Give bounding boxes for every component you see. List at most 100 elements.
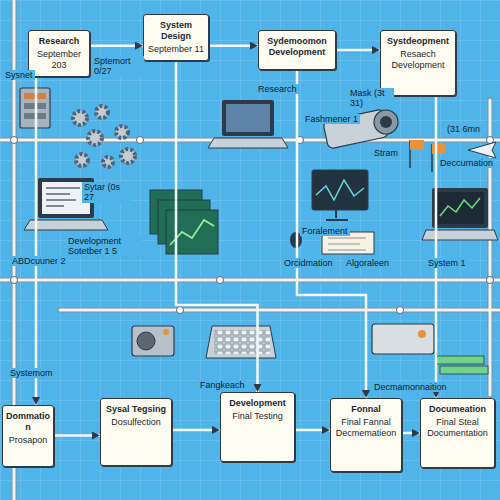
laptop-icon (208, 100, 288, 148)
flag-icons (410, 140, 424, 150)
flow-connector (176, 61, 258, 392)
camera-lens-icon (374, 110, 398, 134)
box-text: Prosapon (6, 435, 50, 446)
note-label: Foralement (300, 226, 350, 236)
pipe-joint (487, 277, 494, 284)
note-label: Fashmener 1 (303, 114, 360, 124)
gear-cluster (96, 106, 108, 118)
process-box: DommationProsapon (2, 405, 54, 467)
camera-icon (137, 332, 155, 350)
flow-connector (172, 429, 220, 432)
flow-connector (35, 77, 38, 405)
note-label: Mask (3t 31) (348, 88, 394, 109)
process-box: System DesignSeptember 11 (143, 14, 209, 61)
flag-icons (432, 144, 446, 154)
note-label: Algoraleen (344, 258, 391, 268)
box-heading: Sydemoomon Development (262, 36, 332, 58)
pipe-joint (11, 277, 18, 284)
pipe-joint (137, 137, 144, 144)
box-text: Final Steal Documentation (424, 417, 491, 439)
gear-cluster (76, 154, 88, 166)
pipe-joint (487, 137, 494, 144)
box-heading: Research (32, 36, 86, 47)
plane-icon (468, 142, 496, 158)
pipe-joint (11, 137, 494, 314)
chart-cards (166, 210, 218, 254)
gear-cluster (73, 111, 87, 125)
box-text: Resaech Development (384, 49, 452, 71)
gear-cluster (121, 149, 135, 163)
monitor-icon (312, 170, 368, 220)
note-label: Sytar (0s 27 (82, 182, 130, 203)
camera-icon (163, 329, 169, 335)
gear-cluster (116, 126, 128, 138)
laptop-icon (226, 104, 270, 132)
box-heading: Dommation (6, 411, 50, 433)
camera-icon (132, 326, 174, 356)
laptop-icon (208, 138, 288, 148)
laptop-icon (436, 192, 484, 224)
pipe-joint (11, 137, 18, 144)
flag-icons (410, 140, 432, 172)
note-label: Orcidmation (282, 258, 335, 268)
note-label: Fangkeach (198, 380, 247, 390)
note-label: System 1 (426, 258, 468, 268)
laptop-icon (222, 100, 274, 136)
note-label: Systemom (8, 368, 55, 378)
camera-lens-icon (380, 116, 392, 128)
process-box: ResearchSeptember 203 (28, 30, 90, 77)
flow-connector (295, 429, 330, 432)
keyboard-icon (214, 330, 270, 354)
laptop-icon (440, 198, 480, 216)
process-box: SystdeopmentResaech Development (380, 30, 456, 96)
laptop-icon (422, 230, 498, 240)
device-box (372, 324, 434, 354)
monitor-icon (316, 180, 364, 200)
document-icon (328, 238, 366, 250)
note-label: Deccurnation (438, 158, 495, 168)
monitor-icon (312, 170, 368, 210)
laptop-icon (432, 188, 488, 228)
process-box: DevelopmentFinal Testing (220, 392, 295, 462)
gear-cluster (88, 131, 102, 145)
device-box (418, 330, 426, 338)
pipe-joint (177, 307, 184, 314)
flow-connector (209, 44, 258, 47)
note-label: Decmamonnaition (372, 382, 449, 392)
laptop-icon (422, 188, 498, 240)
note-label: Research (256, 84, 299, 94)
chart-cards (150, 190, 218, 254)
note-label: Sptemort 0/27 (92, 56, 144, 77)
gear-cluster (103, 157, 113, 167)
box-heading: Development (224, 398, 291, 409)
laptop-icon (46, 188, 80, 206)
flow-connector (435, 96, 438, 398)
box-text: Dosulfection (104, 417, 168, 428)
keyboard-icon (206, 326, 276, 358)
plane-icon (468, 142, 496, 158)
flow-connector (402, 432, 420, 435)
flow-connector (297, 70, 366, 398)
note-label: Stram (372, 148, 400, 158)
flow-connector (90, 44, 143, 47)
device-box (372, 324, 434, 354)
note-label: Sysnet (3, 70, 35, 80)
note-label: (31 6mn (445, 124, 482, 134)
box-heading: Sysal Tegsing (104, 404, 168, 415)
board-strips (440, 366, 488, 374)
gear-cluster (73, 106, 135, 167)
process-box: Sysal TegsingDosulfection (100, 398, 172, 466)
note-label: Development Sotetber 1 5 (66, 236, 142, 257)
pipe-joint (217, 277, 224, 284)
keyboard-icon (206, 326, 276, 358)
process-box: DocumeationFinal Steal Documentation (420, 398, 495, 468)
board-strips (436, 356, 488, 374)
box-heading: Systdeopment (384, 36, 452, 47)
